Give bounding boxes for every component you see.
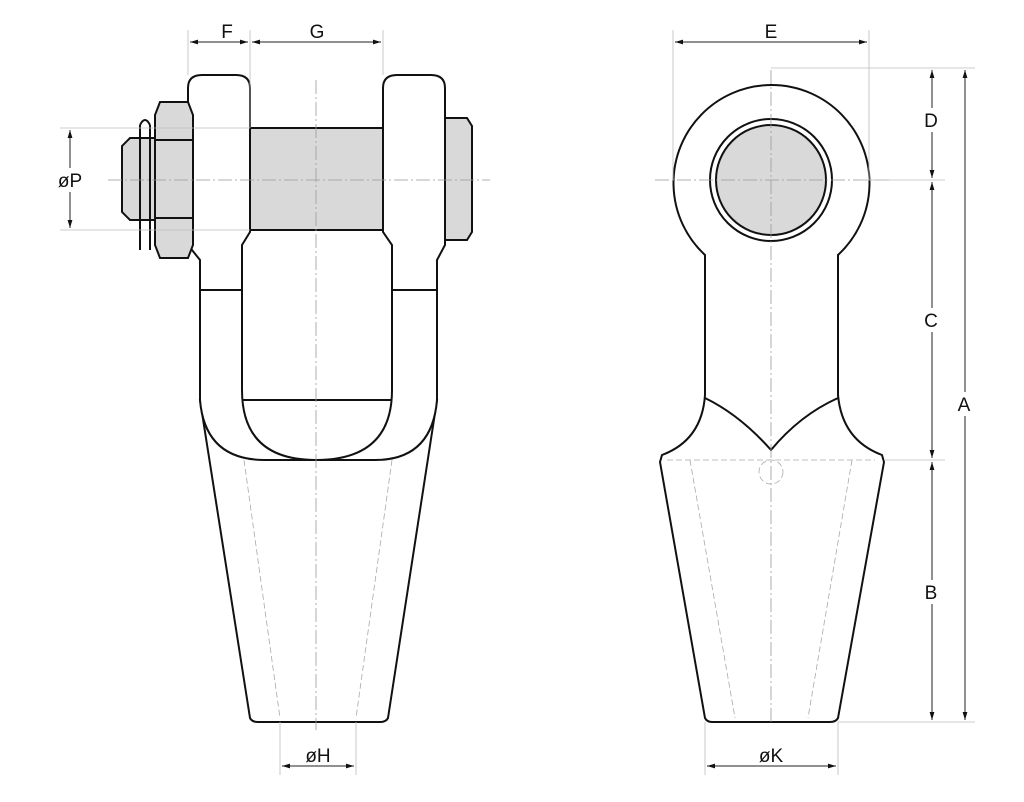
label-F: F — [221, 22, 233, 43]
left-ear — [187, 74, 251, 301]
label-C: C — [924, 311, 938, 332]
shackle-body — [199, 289, 438, 462]
label-H: øH — [305, 746, 330, 767]
side-view: F G øP øH — [52, 22, 490, 775]
pin — [249, 127, 384, 231]
label-E: E — [765, 22, 778, 43]
tapered-body — [198, 399, 439, 723]
label-D: D — [924, 111, 938, 132]
pin-end — [444, 117, 473, 241]
label-K: øK — [759, 746, 784, 767]
front-view: E D C B A øK — [655, 22, 977, 775]
eye-body — [658, 84, 886, 723]
cotter-pin — [139, 119, 151, 250]
label-P: øP — [58, 171, 82, 192]
label-A: A — [958, 395, 971, 416]
right-ear — [382, 74, 446, 301]
pin-thread-end — [121, 137, 156, 221]
label-B: B — [925, 583, 938, 604]
label-G: G — [310, 22, 325, 43]
